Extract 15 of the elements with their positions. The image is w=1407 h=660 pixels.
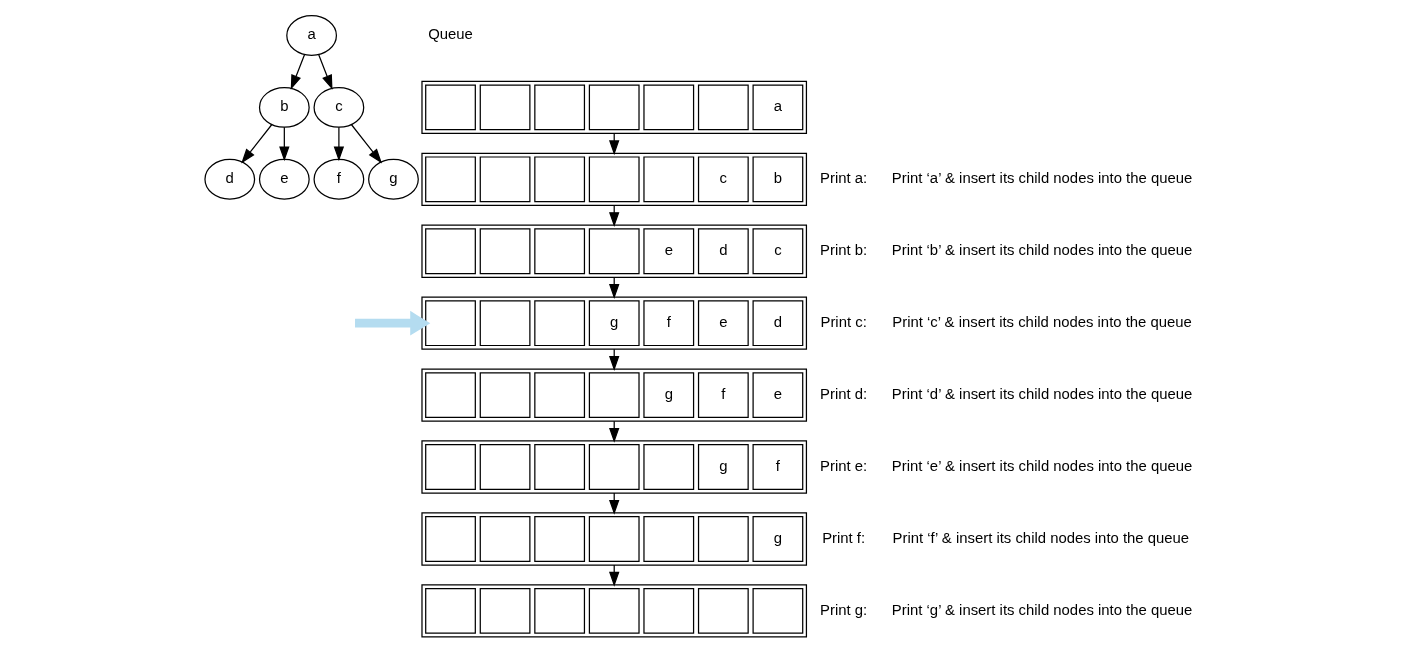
node-label: Print ‘f’ & insert its child nodes into the queue [892, 529, 1190, 546]
node-label: Print ‘c’ & insert its child nodes into the queue [892, 314, 1192, 331]
node-label: Print ‘d’ & insert its child nodes into the queue [891, 385, 1193, 402]
node-label: Print c: [820, 314, 867, 331]
node-label: Print ‘e’ & insert its child nodes into the queue [891, 457, 1193, 474]
node-label: Print ‘b’ & insert its child nodes into the queue [891, 242, 1193, 259]
node-label: Print e: [820, 457, 868, 474]
node-label: Print ‘a’ & insert its child nodes into the queue [891, 170, 1193, 187]
node-label: Print a: [820, 170, 868, 187]
node-label: Print ‘g’ & insert its child nodes into the queue [891, 601, 1193, 618]
node-label: Print d: [820, 385, 868, 402]
node-label: Print g: [820, 601, 868, 618]
node-label: Print f: [822, 529, 866, 546]
label: Queue [428, 26, 473, 43]
node-label: Print b: [820, 242, 868, 259]
